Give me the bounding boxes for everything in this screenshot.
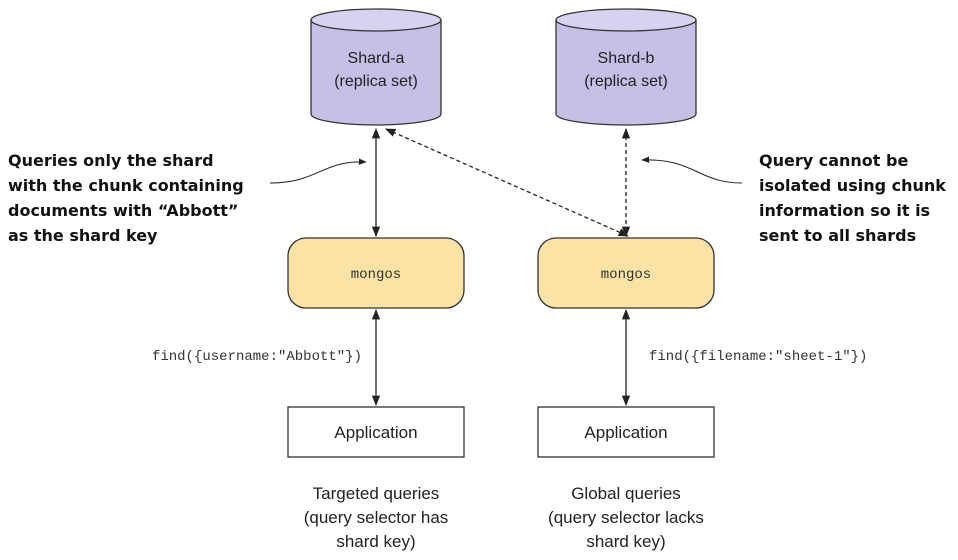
mongos-label-right: mongos bbox=[601, 267, 651, 283]
query-label-left: find({username:"Abbott"}) bbox=[152, 349, 362, 365]
mongos-router-right: mongos bbox=[537, 237, 715, 309]
application-box-right: Application bbox=[537, 406, 715, 458]
annotation-left-line-3: documents with “Abbott” bbox=[8, 201, 238, 220]
application-label-right: Application bbox=[584, 423, 667, 442]
arrow-shard-a-mongos-right-dashed bbox=[385, 128, 629, 237]
caption-right-line-3: shard key) bbox=[586, 532, 665, 551]
mongos-label-left: mongos bbox=[351, 267, 401, 283]
shard-b-name: Shard-b bbox=[598, 50, 655, 67]
caption-right: Global queries (query selector lacks sha… bbox=[548, 484, 704, 551]
shard-a-subtitle: (replica set) bbox=[334, 73, 418, 90]
annotation-left-line-1: Queries only the shard bbox=[8, 151, 214, 170]
caption-left-line-1: Targeted queries bbox=[313, 484, 440, 503]
annotation-left-line-2: with the chunk containing bbox=[8, 176, 244, 195]
annotation-right-line-4: sent to all shards bbox=[759, 226, 916, 245]
shard-b-subtitle: (replica set) bbox=[584, 73, 668, 90]
application-box-left: Application bbox=[287, 406, 465, 458]
annotation-right-line-1: Query cannot be bbox=[759, 151, 908, 170]
shard-a-cylinder: Shard-a (replica set) bbox=[310, 8, 442, 126]
mongos-router-left: mongos bbox=[287, 237, 465, 309]
query-label-right: find({filename:"sheet-1"}) bbox=[649, 349, 867, 365]
annotation-left: Queries only the shard with the chunk co… bbox=[8, 151, 244, 245]
shard-b-cylinder: Shard-b (replica set) bbox=[555, 8, 697, 126]
annotation-right-line-3: information so it is bbox=[759, 201, 930, 220]
annotation-right-line-2: isolated using chunk bbox=[759, 176, 946, 195]
caption-left: Targeted queries (query selector has sha… bbox=[304, 484, 449, 551]
caption-right-line-1: Global queries bbox=[571, 484, 681, 503]
callout-curve-left bbox=[269, 158, 367, 184]
caption-right-line-2: (query selector lacks bbox=[548, 508, 704, 527]
application-label-left: Application bbox=[334, 423, 417, 442]
caption-left-line-2: (query selector has bbox=[304, 508, 449, 527]
annotation-right: Query cannot be isolated using chunk inf… bbox=[759, 151, 946, 245]
annotation-left-line-4: as the shard key bbox=[8, 226, 158, 245]
shard-a-name: Shard-a bbox=[348, 50, 405, 67]
caption-left-line-3: shard key) bbox=[336, 532, 415, 551]
callout-curve-right bbox=[641, 156, 743, 184]
